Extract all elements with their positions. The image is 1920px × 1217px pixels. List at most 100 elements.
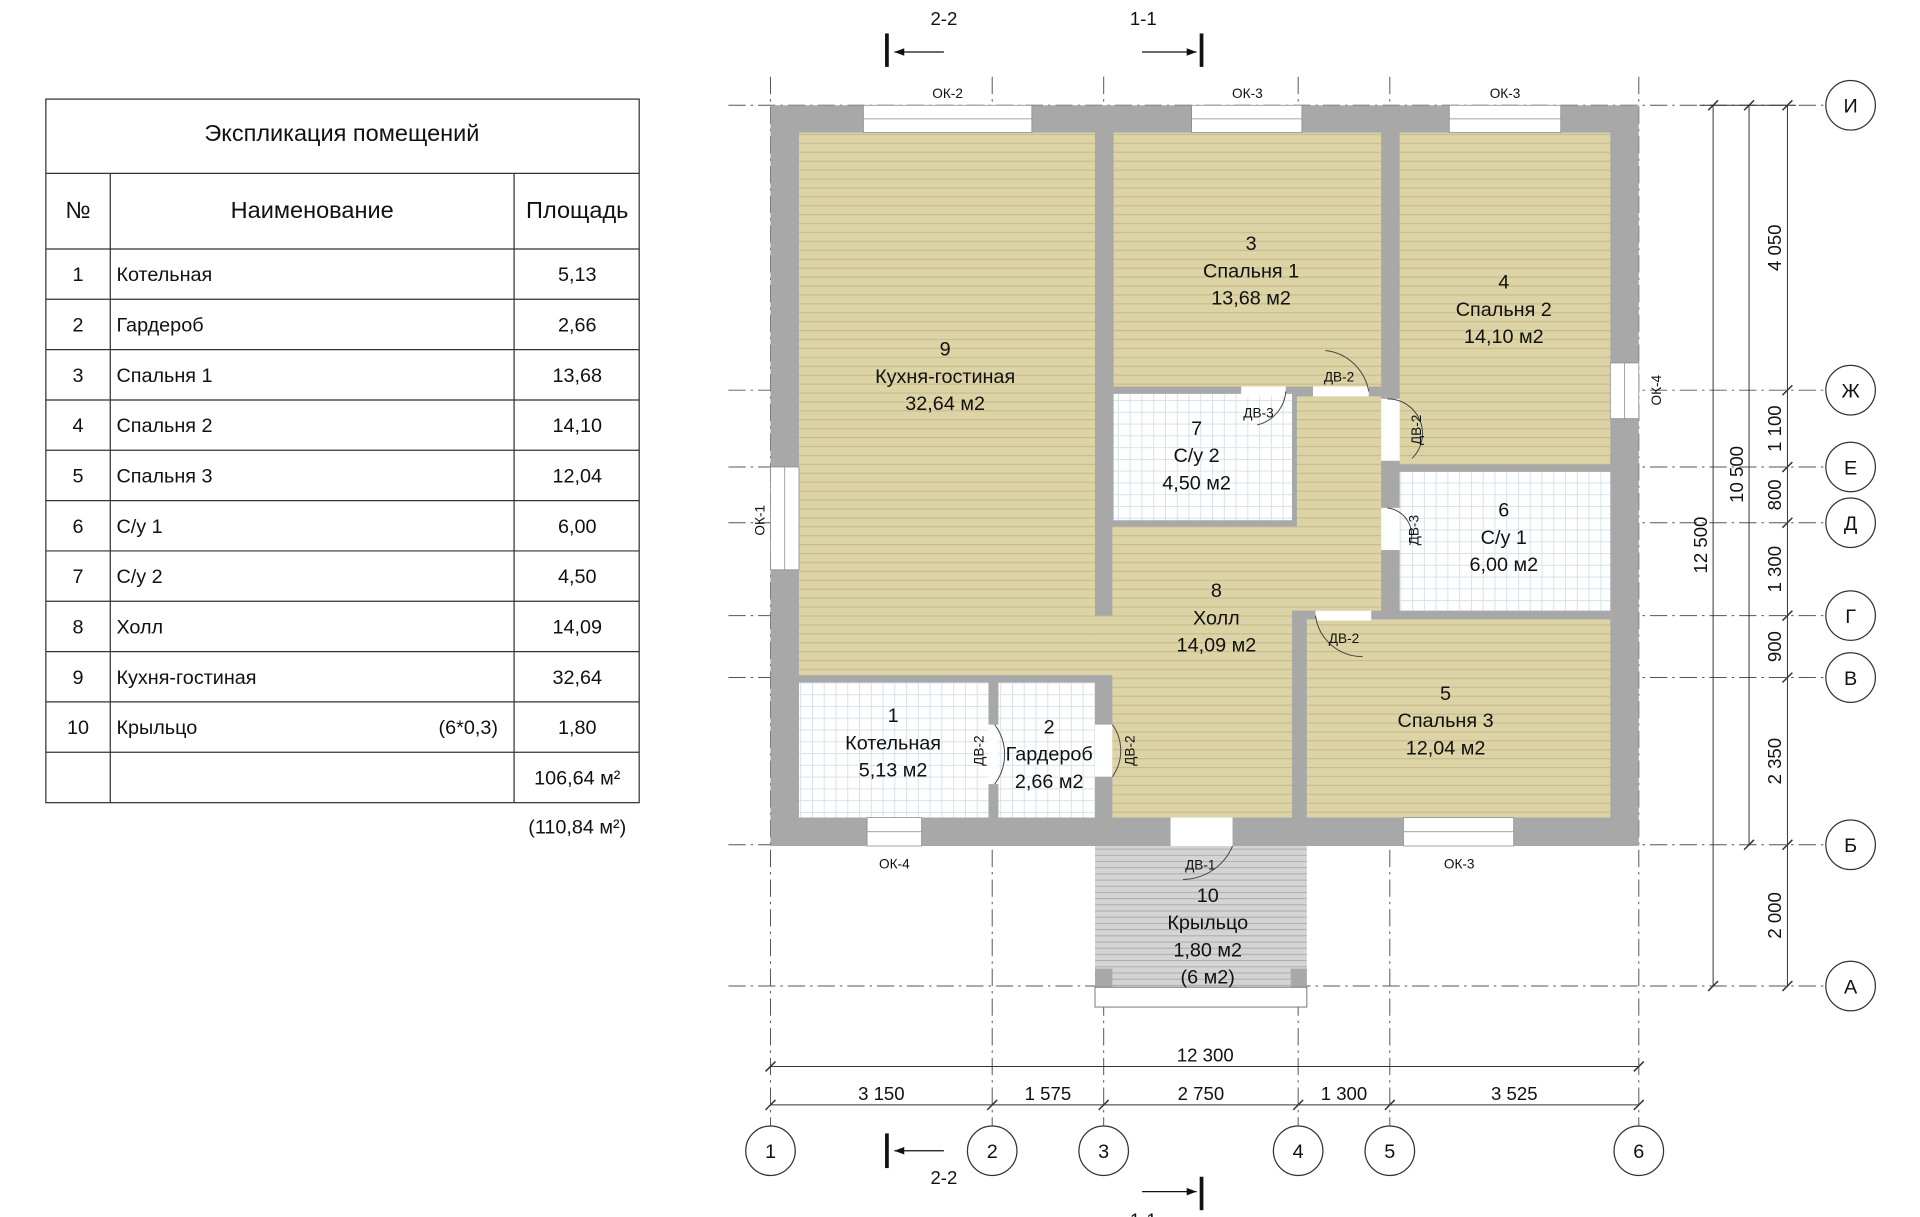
- room-number: 4: [1498, 272, 1509, 294]
- room-area: 14,10 м2: [1464, 326, 1544, 348]
- door-swing: [994, 724, 1006, 785]
- dim-tick: [1781, 610, 1793, 622]
- room-number: 1: [888, 705, 899, 727]
- door-swing: [1325, 350, 1370, 392]
- axis-bubble: [1825, 364, 1877, 416]
- axis-letter-label: Г: [1845, 606, 1856, 628]
- room-3-floor: [1113, 132, 1382, 387]
- axis-bubble: [1825, 497, 1877, 549]
- room-6-floor: [1399, 471, 1611, 611]
- axis-number-label: 3: [1098, 1141, 1109, 1163]
- room-name: С/у 2: [1173, 445, 1219, 467]
- door-swing: [1111, 724, 1122, 777]
- door-label: ДВ-2: [1329, 631, 1359, 646]
- dim-segment-height: 4 050: [1764, 224, 1785, 270]
- dim-house-height: 10 500: [1726, 446, 1747, 503]
- table-cell-no: 6: [73, 516, 84, 538]
- table-cell-note: (6*0,3): [439, 717, 498, 739]
- room-number: 8: [1211, 580, 1222, 602]
- door-swing: [1257, 391, 1287, 426]
- section-label: 1-1: [1130, 8, 1157, 29]
- door-opening: [1241, 386, 1286, 397]
- door-swing: [1315, 615, 1363, 657]
- table-cell-no: 2: [73, 315, 84, 337]
- table-cell-area: 12,04: [552, 465, 602, 487]
- room-7-floor: [1113, 393, 1292, 521]
- dim-tick: [1781, 384, 1793, 396]
- table-cell-area: 14,09: [552, 616, 602, 638]
- room-name: Холл: [1193, 607, 1240, 629]
- dim-segment-height: 1 100: [1764, 405, 1785, 452]
- window-label: ОК-3: [1232, 86, 1263, 101]
- dim-segment-width: 1 300: [1321, 1083, 1368, 1104]
- table-cell-area: 32,64: [552, 667, 602, 689]
- room-number: 9: [940, 339, 951, 361]
- room-number: 2: [1044, 716, 1055, 738]
- axis-bubble: [1825, 819, 1877, 871]
- door-opening: [1095, 724, 1113, 777]
- axis-number-label: 2: [987, 1141, 998, 1163]
- room-name: Спальня 1: [1203, 260, 1299, 282]
- axis-letter-label: Е: [1844, 457, 1857, 479]
- dim-segment-height: 1 300: [1764, 546, 1785, 593]
- dim-segment-width: 1 575: [1025, 1083, 1071, 1104]
- table-cell-no: 10: [67, 717, 89, 739]
- table-cell-area: 4,50: [558, 566, 597, 588]
- table-cell-area: 13,68: [552, 365, 602, 387]
- room-name: Крыльцо: [1167, 912, 1248, 934]
- room-area: 13,68 м2: [1211, 288, 1291, 310]
- dim-segment-width: 2 750: [1178, 1083, 1225, 1104]
- room-number: 10: [1197, 885, 1219, 907]
- dim-tick: [1781, 839, 1793, 851]
- dim-tick: [1292, 1099, 1304, 1111]
- door-swing: [1387, 507, 1412, 546]
- axis-bubble: [1272, 1125, 1324, 1177]
- table-cell-no: 7: [73, 566, 84, 588]
- dim-total-width: 12 300: [1177, 1045, 1234, 1066]
- section-arrowhead: [1186, 1187, 1197, 1196]
- table-cell-name: Крыльцо: [116, 717, 197, 739]
- window-label: ОК-3: [1490, 86, 1521, 101]
- dim-segment-width: 3 150: [858, 1083, 904, 1104]
- door-opening: [988, 724, 999, 785]
- door-swing: [1182, 845, 1233, 880]
- axis-bubble: [745, 1125, 796, 1177]
- dim-tick: [986, 1099, 998, 1111]
- table-header-name: Наименование: [231, 197, 394, 223]
- dim-tick: [1707, 980, 1719, 992]
- room-name: Кухня-гостиная: [875, 366, 1015, 388]
- table-cell-area: 1,80: [558, 717, 597, 739]
- table-cell-area: 2,66: [558, 315, 597, 337]
- axis-letter-label: А: [1844, 976, 1858, 998]
- door-label: ДВ-3: [1243, 405, 1273, 420]
- room-5-floor: [1306, 619, 1611, 818]
- dim-tick: [1781, 980, 1793, 992]
- dim-overall-height: 12 500: [1690, 517, 1711, 574]
- table-cell-no: 1: [73, 264, 84, 286]
- axis-bubble: [1613, 1125, 1665, 1177]
- room-area: 6,00 м2: [1469, 554, 1538, 576]
- axis-bubble: [1825, 960, 1877, 1012]
- section-label: 2-2: [930, 8, 957, 29]
- door-label: ДВ-2: [1123, 735, 1138, 765]
- table-cell-no: 4: [73, 415, 84, 437]
- axis-bubble: [1825, 79, 1877, 131]
- door-opening: [1313, 386, 1369, 397]
- door-label: ДВ-2: [1324, 370, 1354, 385]
- dim-tick: [765, 1061, 776, 1072]
- axis-bubble: [1364, 1125, 1416, 1177]
- room-area-extra: (6 м2): [1181, 967, 1235, 989]
- axis-letter-label: И: [1843, 96, 1857, 118]
- table-cell-area: 6,00: [558, 516, 597, 538]
- room-area: 12,04 м2: [1406, 737, 1486, 759]
- door-label: ДВ-2: [1409, 415, 1424, 445]
- dim-tick: [1781, 517, 1793, 529]
- door-label: ДВ-3: [1406, 515, 1421, 545]
- table-cell-name: Спальня 1: [116, 365, 212, 387]
- room-area: 1,80 м2: [1173, 939, 1242, 961]
- room-name: Спальня 3: [1398, 710, 1494, 732]
- axis-bubble: [1078, 1125, 1130, 1177]
